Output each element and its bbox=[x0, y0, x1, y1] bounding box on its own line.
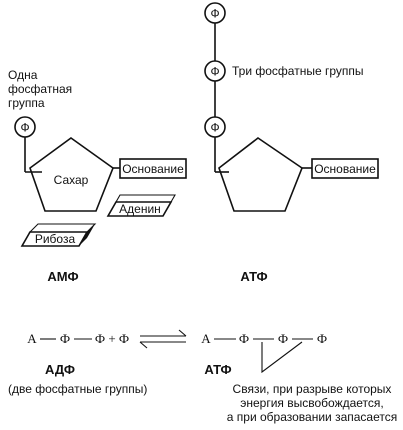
ribose-plate-top bbox=[28, 223, 97, 233]
atp-phosphate-symbol-3: Ф bbox=[210, 121, 219, 135]
equilibrium-reverse-barb bbox=[139, 341, 148, 349]
adp-caption: АДФ bbox=[45, 362, 75, 377]
amp-phosphate-label-line-2: фосфатная bbox=[8, 82, 72, 96]
atp-base-box bbox=[311, 158, 379, 179]
adenine-label: Аденин bbox=[119, 202, 161, 216]
ribose-label: Рибоза bbox=[35, 232, 76, 246]
atp-structure: Ф Ф Три фосфатные группы Ф Основание АТФ bbox=[204, 2, 379, 284]
amp-sugar-pentagon bbox=[29, 137, 114, 212]
reaction-left-A: А bbox=[27, 331, 37, 346]
reaction-left-phi-2: Ф bbox=[95, 331, 105, 346]
bond-note-line-3: а при образовании запасается bbox=[227, 410, 397, 424]
atp-caption: АТФ bbox=[240, 269, 267, 284]
reaction-right-A: А bbox=[201, 331, 211, 346]
amp-phosphate-symbol: Ф bbox=[20, 121, 29, 135]
amp-structure: Одна фосфатная группа Ф Сахар Основание … bbox=[8, 68, 187, 284]
atp-base-label: Основание bbox=[314, 162, 376, 176]
adenine-plate-top bbox=[115, 194, 176, 203]
ribose-plate-edge bbox=[79, 224, 95, 246]
bond-note-line-2: энергия высвобождается, bbox=[240, 396, 384, 410]
bond-note-line-1: Связи, при разрыве которых bbox=[233, 382, 392, 396]
high-energy-bond-pointer bbox=[261, 341, 303, 374]
equilibrium-forward-barb bbox=[178, 329, 187, 337]
amp-sugar-label: Сахар bbox=[54, 173, 89, 187]
atp-three-phosphates-label: Три фосфатные группы bbox=[232, 64, 364, 78]
adp-note: (две фосфатные группы) bbox=[8, 382, 147, 396]
reaction-right-phi-2: Ф bbox=[278, 331, 288, 346]
atp-reaction-caption: АТФ bbox=[204, 362, 231, 377]
amp-caption: АМФ bbox=[47, 269, 78, 284]
reaction-right-phi-1: Ф bbox=[239, 331, 249, 346]
amp-phosphate-label-line-1: Одна bbox=[8, 68, 38, 82]
amp-phosphate-label-line-3: группа bbox=[8, 96, 45, 110]
atp-sugar-pentagon bbox=[218, 137, 303, 212]
reaction-plus: + bbox=[108, 331, 115, 346]
amp-base-box bbox=[119, 158, 187, 179]
reaction-right-phi-3: Ф bbox=[317, 331, 327, 346]
reaction-left-phi-3: Ф bbox=[119, 331, 129, 346]
reaction-equation: А Ф Ф + Ф А Ф Ф Ф АДФ (две фосфатные гру… bbox=[8, 329, 397, 424]
amp-base-label: Основание bbox=[122, 162, 184, 176]
reaction-left-phi-1: Ф bbox=[60, 331, 70, 346]
atp-phosphate-symbol-1: Ф bbox=[210, 7, 219, 21]
atp-phosphate-symbol-2: Ф bbox=[210, 65, 219, 79]
